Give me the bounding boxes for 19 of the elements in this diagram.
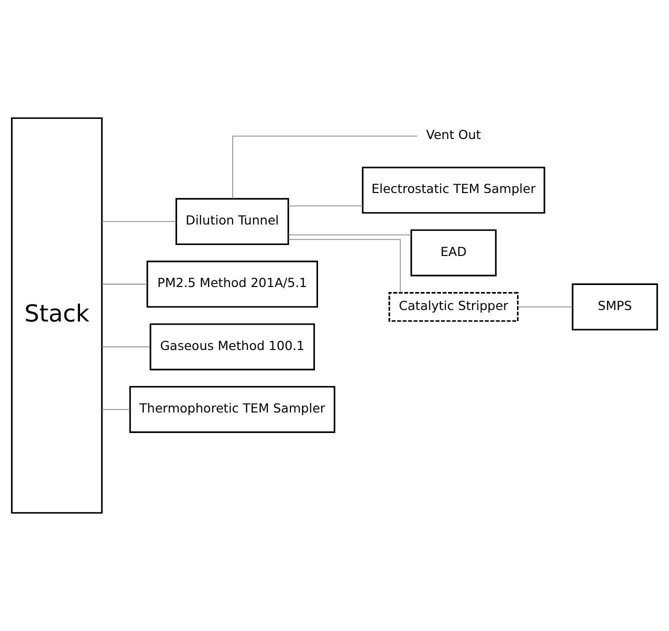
connector xyxy=(288,239,401,293)
node-box: Thermophoretic TEM Sampler xyxy=(129,386,336,433)
connector xyxy=(288,234,412,236)
connector xyxy=(232,136,418,200)
connector xyxy=(102,221,177,222)
node-box: Electrostatic TEM Sampler xyxy=(362,166,546,214)
node-box: Gaseous Method 100.1 xyxy=(150,323,315,370)
node-box: Catalytic Stripper xyxy=(388,292,519,322)
node-box: Dilution Tunnel xyxy=(176,198,290,246)
node-text: Vent Out xyxy=(426,127,481,142)
connector xyxy=(102,284,148,285)
connector xyxy=(517,306,573,308)
connector xyxy=(102,409,130,410)
node-box: Stack xyxy=(11,117,103,514)
connector xyxy=(288,205,364,206)
node-box: SMPS xyxy=(572,283,658,330)
node-box: PM2.5 Method 201A/5.1 xyxy=(146,260,318,308)
node-box: EAD xyxy=(410,229,497,276)
connector xyxy=(102,346,151,348)
